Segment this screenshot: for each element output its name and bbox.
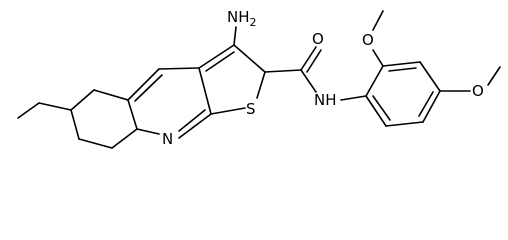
bond xyxy=(300,46,317,71)
bond xyxy=(233,44,266,73)
bond xyxy=(210,107,246,115)
bond xyxy=(422,90,441,123)
bond-lines xyxy=(17,10,501,149)
bond xyxy=(205,51,235,72)
bond xyxy=(70,89,95,111)
bond xyxy=(158,67,200,70)
bond xyxy=(365,95,387,127)
bond xyxy=(78,138,113,149)
methoxy-oxygen-top-label: O xyxy=(362,31,374,49)
bond xyxy=(38,102,72,111)
bond xyxy=(487,66,501,86)
bond xyxy=(419,61,441,92)
bond xyxy=(300,69,317,93)
bond xyxy=(340,95,367,101)
bond xyxy=(127,68,160,101)
bond xyxy=(372,95,391,121)
bond xyxy=(382,61,421,67)
bond xyxy=(372,49,384,67)
pyridine-nitrogen-label: N xyxy=(162,130,173,148)
bond xyxy=(306,49,322,73)
bond xyxy=(70,109,80,140)
bond xyxy=(111,128,138,149)
carbonyl-oxygen-label: O xyxy=(312,30,324,48)
bond xyxy=(264,69,302,73)
bond xyxy=(233,26,237,46)
bond xyxy=(198,67,212,115)
bond xyxy=(198,44,235,69)
bond xyxy=(388,67,417,72)
amide-nitrogen-label: NH xyxy=(314,91,337,109)
bond xyxy=(385,121,424,127)
chemical-structure-diagram: NH2 O O O NH N S xyxy=(17,8,501,149)
bond xyxy=(178,113,212,139)
bond xyxy=(127,99,138,130)
bond xyxy=(134,74,163,102)
amino-label: NH2 xyxy=(227,8,257,29)
methoxy-oxygen-right-label: O xyxy=(472,82,484,100)
bond xyxy=(178,109,206,132)
bond xyxy=(365,65,384,97)
thiophene-sulfur-label: S xyxy=(246,100,256,118)
atom-labels: NH2 O O O NH N S xyxy=(162,8,484,148)
bond xyxy=(256,71,266,99)
bond xyxy=(17,102,40,119)
bond xyxy=(372,10,384,31)
bond xyxy=(93,89,129,101)
bond xyxy=(418,91,434,117)
bond xyxy=(136,128,160,135)
